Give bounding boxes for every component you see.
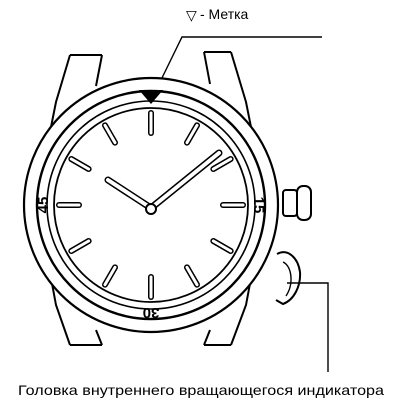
crown-lower bbox=[275, 251, 302, 306]
bezel-number-30: 30 bbox=[143, 304, 160, 321]
hour-marker-fill bbox=[69, 239, 91, 253]
crown-caption: Головка внутреннего вращающегося индикат… bbox=[18, 382, 384, 398]
minute-hand bbox=[147, 149, 223, 212]
center-pin bbox=[145, 203, 157, 215]
hour-marker-fill bbox=[69, 157, 91, 171]
hour-markers bbox=[56, 110, 246, 300]
hour-marker-fill bbox=[103, 265, 117, 287]
crown-upper bbox=[282, 185, 312, 221]
crown-leader-line bbox=[287, 282, 329, 372]
svg-text:45: 45 bbox=[35, 197, 52, 214]
marker-symbol: ▽ bbox=[186, 7, 197, 23]
hour-marker-fill bbox=[185, 265, 199, 287]
triangle-marker-icon bbox=[139, 90, 163, 104]
marker-label: ▽ - Метка bbox=[186, 6, 249, 23]
hour-hand bbox=[104, 176, 155, 212]
marker-label-text: - Метка bbox=[200, 6, 249, 22]
hour-marker-fill bbox=[211, 239, 233, 253]
hour-marker-fill bbox=[185, 123, 199, 145]
svg-text:30: 30 bbox=[143, 304, 160, 321]
bezel-number-15: 15 bbox=[250, 197, 267, 214]
bezel-number-45: 45 bbox=[35, 197, 52, 214]
marker-leader-line bbox=[159, 36, 322, 83]
svg-text:15: 15 bbox=[250, 197, 267, 214]
hour-marker-fill bbox=[211, 157, 233, 171]
hour-marker-fill bbox=[103, 123, 117, 145]
